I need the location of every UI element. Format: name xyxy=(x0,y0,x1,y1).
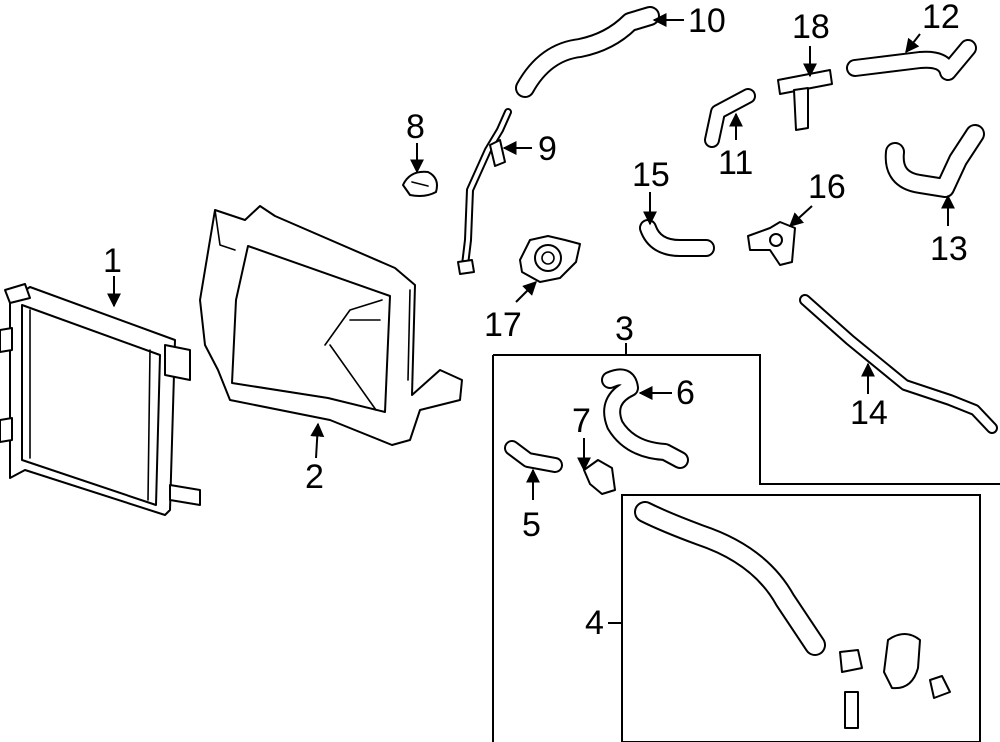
callout-3: 3 xyxy=(615,310,634,348)
hose-12 xyxy=(846,39,977,81)
leader-lines xyxy=(107,13,955,624)
callout-13: 13 xyxy=(930,230,968,268)
callout-17: 17 xyxy=(484,306,522,344)
callout-labels: 1 2 3 4 5 6 7 8 9 10 11 12 13 14 15 16 1… xyxy=(103,0,968,642)
clip-7 xyxy=(583,459,616,495)
callout-9: 9 xyxy=(538,130,557,168)
callout-2: 2 xyxy=(305,458,324,496)
hose-11 xyxy=(704,88,756,148)
overflow-tube xyxy=(457,108,512,275)
callout-7: 7 xyxy=(572,402,591,440)
valve-16 xyxy=(747,221,796,266)
callout-10: 10 xyxy=(688,2,726,40)
callout-14: 14 xyxy=(850,394,888,432)
hose-4 xyxy=(634,501,951,729)
callout-8: 8 xyxy=(406,108,425,146)
upper-hose xyxy=(515,6,660,98)
callout-1: 1 xyxy=(103,242,122,280)
radiator xyxy=(0,283,201,516)
hose-15 xyxy=(639,219,715,257)
hose-6 xyxy=(601,368,689,469)
hose-5 xyxy=(504,440,563,473)
pipe-14 xyxy=(799,294,998,434)
callout-18: 18 xyxy=(792,8,830,46)
callout-4: 4 xyxy=(585,604,604,642)
radiator-support-frame xyxy=(199,205,463,446)
callout-15: 15 xyxy=(632,156,670,194)
radiator-cap xyxy=(402,170,438,197)
hose-13 xyxy=(884,124,985,198)
callout-5: 5 xyxy=(522,506,541,544)
callout-6: 6 xyxy=(676,374,695,412)
tee-fitting xyxy=(777,69,833,131)
callout-12: 12 xyxy=(922,0,960,36)
callout-11: 11 xyxy=(718,144,753,182)
thermostat-housing xyxy=(519,235,581,283)
callout-16: 16 xyxy=(808,168,846,206)
